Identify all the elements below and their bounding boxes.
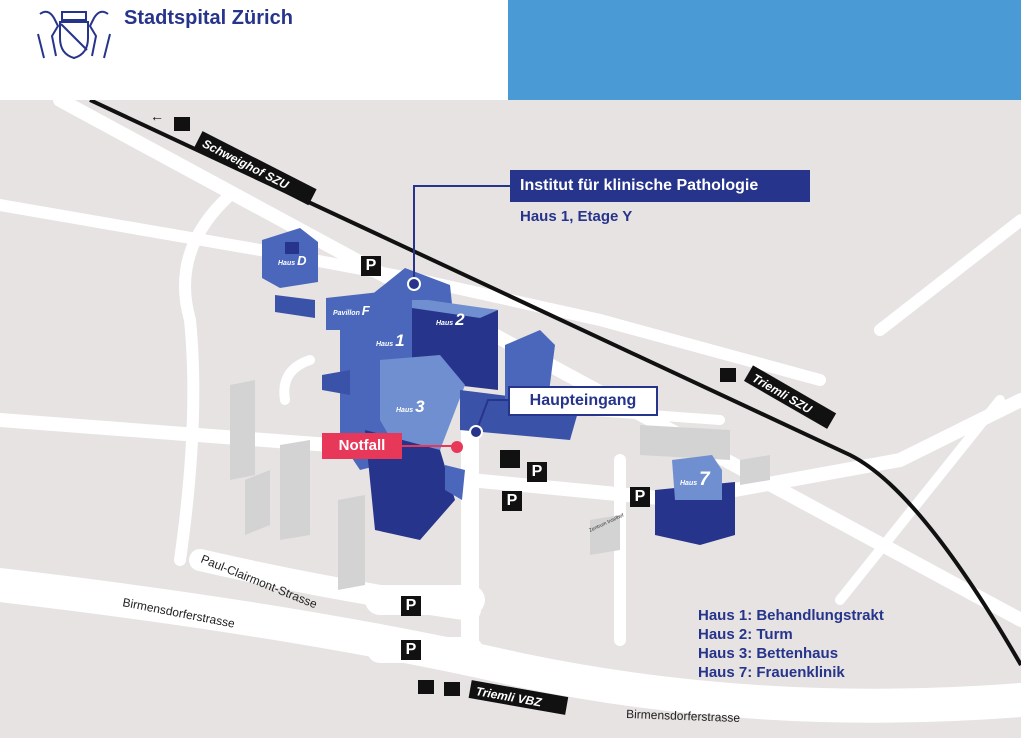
haus-d-label: Haus D — [278, 253, 307, 268]
legend-item: Haus 1: Behandlungstrakt — [698, 607, 884, 624]
pathology-marker[interactable] — [407, 277, 421, 291]
legend-item: Haus 3: Bettenhaus — [698, 645, 839, 662]
haus-1-label: Haus 1 — [376, 331, 405, 350]
birmensdorferstrasse-road — [0, 568, 1021, 723]
zurich-coat-of-arms-logo — [37, 10, 111, 60]
bus-icon — [720, 368, 736, 382]
entrance-leader-line — [475, 399, 508, 433]
haus-d-building — [262, 228, 318, 288]
haus-7-label: Haus 7 — [680, 469, 711, 490]
parking-icon[interactable]: P — [527, 462, 547, 482]
parking-icon[interactable]: P — [630, 487, 650, 507]
pathology-leader-line — [413, 185, 510, 280]
emergency-callout[interactable]: Notfall — [322, 433, 402, 459]
main-entrance-callout[interactable]: Haupteingang — [508, 386, 658, 416]
tram-icon — [418, 680, 434, 694]
haus-3-label: Haus 3 — [396, 397, 425, 416]
railway-line — [89, 98, 1021, 666]
emergency-marker[interactable] — [451, 441, 463, 453]
parking-garage-icon[interactable]: P — [502, 491, 522, 511]
pavilion-f-label: Pavillon F — [333, 303, 371, 318]
bus-icon — [174, 117, 190, 131]
parking-icon[interactable]: P — [401, 596, 421, 616]
haus-3-building — [380, 355, 465, 455]
bus-icon — [500, 450, 520, 468]
bus-icon — [444, 682, 460, 696]
parking-icon[interactable]: P — [361, 256, 381, 276]
arrow-left-icon: ← — [150, 108, 164, 124]
brand-name[interactable]: Stadtspital Zürich — [124, 7, 293, 29]
parking-icon[interactable]: P — [401, 640, 421, 660]
entrance-marker[interactable] — [469, 425, 483, 439]
pathology-callout[interactable]: Institut für klinische Pathologie — [510, 170, 810, 202]
building-legend: Haus 1: Behandlungstrakt Haus 2: Turm Ha… — [698, 606, 884, 682]
legend-item: Haus 2: Turm — [698, 626, 793, 643]
pathology-location: Haus 1, Etage Y — [520, 208, 633, 225]
other-buildings — [230, 380, 770, 590]
header-accent-panel — [508, 0, 1021, 100]
street-birmensdorfer: Birmensdorferstrasse — [626, 707, 741, 725]
legend-item: Haus 7: Frauenklinik — [698, 664, 845, 681]
haus-2-label: Haus 2 — [436, 310, 465, 329]
